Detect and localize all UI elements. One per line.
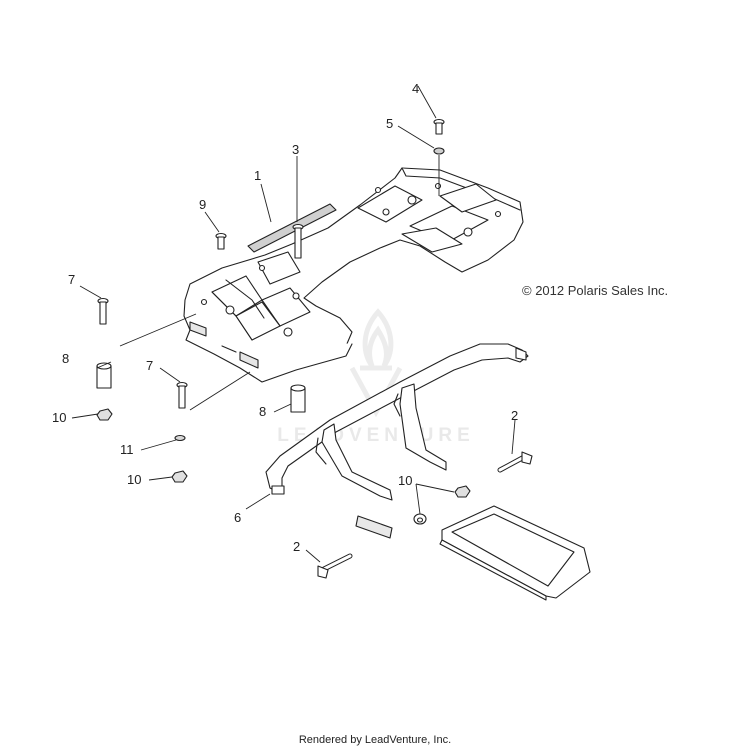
callout-8-left: 8: [62, 351, 70, 366]
render-credit: Rendered by LeadVenture, Inc.: [298, 734, 452, 746]
callout-10-b: 10: [127, 472, 142, 487]
rack-pad-strip: [247, 203, 337, 253]
spacer-8-left: [96, 362, 112, 389]
lower-carrier-frame: [439, 505, 591, 601]
callout-10-c: 10: [398, 473, 413, 488]
callout-8-right: 8: [259, 404, 267, 419]
copyright-notice: © 2012 Polaris Sales Inc.: [522, 283, 669, 298]
nut-10-c: [454, 485, 471, 498]
bolt-4: [433, 118, 445, 135]
bolt-3: [292, 223, 304, 259]
callout-11: 11: [120, 442, 134, 457]
rack-body-part: [183, 167, 524, 383]
callout-3: 3: [292, 142, 300, 157]
callout-2-lower: 2: [293, 539, 301, 554]
bolt-9: [215, 232, 227, 250]
bolt-7-upper: [97, 297, 109, 325]
callout-9: 9: [199, 197, 207, 212]
callout-2-right: 2: [511, 408, 519, 423]
callout-7-upper: 7: [68, 272, 76, 287]
bolt-2-right: [497, 451, 533, 473]
washer-11: [174, 434, 186, 442]
callout-10-a: 10: [52, 410, 67, 425]
washer-lower: [413, 513, 427, 525]
bolt-7-lower: [176, 381, 188, 409]
nut-10-a: [96, 408, 113, 421]
callout-5: 5: [386, 116, 394, 131]
mounting-plate: [355, 515, 393, 539]
callout-7-lower: 7: [146, 358, 154, 373]
bolt-2-lower: [317, 553, 353, 579]
spacer-8-right: [290, 384, 306, 413]
callout-4: 4: [412, 81, 420, 96]
nut-10-b: [171, 470, 188, 483]
callout-1: 1: [254, 168, 262, 183]
callout-6: 6: [234, 510, 242, 525]
tube-frame-part: [265, 343, 529, 501]
washer-5: [433, 147, 445, 155]
